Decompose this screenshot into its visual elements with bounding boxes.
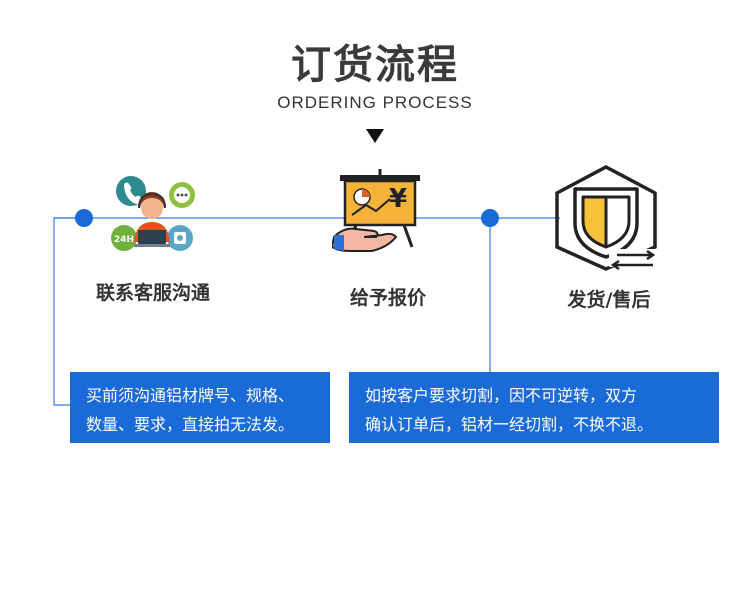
timeline-dot-left [75,209,93,227]
shield-delivery-icon [555,165,659,271]
step-label-quote: 给予报价 [349,287,426,309]
note-box-cutting: 如按客户要求切割，因不可逆转，双方 确认订单后，铝材一经切割，不换不退。 [349,372,719,443]
page-subtitle: ORDERING PROCESS [277,93,473,112]
note-line: 如按客户要求切割，因不可逆转，双方 [365,386,638,405]
price-quote-icon: ¥ [332,169,420,252]
note-line: 数量、要求，直接拍无法发。 [86,415,295,434]
note-line: 确认订单后，铝材一经切割，不换不退。 [365,415,654,434]
phone-icon [124,182,143,204]
hexagon-outline [555,165,657,271]
laptop [138,230,166,244]
page-title: 订货流程 [291,42,459,88]
down-arrow-icon [366,129,384,143]
yen-symbol: ¥ [389,184,407,214]
note-line: 买前须沟通铝材牌号、规格、 [86,386,295,405]
customer-service-icon: 24H [111,176,195,251]
note-box-purchase: 买前须沟通铝材牌号、规格、 数量、要求，直接拍无法发。 [70,372,330,443]
step-label-delivery: 发货/售后 [567,289,651,311]
clock-24h-bubble [111,225,137,251]
timeline-dot-right [481,209,499,227]
agent-head [141,197,163,219]
left-connector [53,217,84,406]
svg-text:24H: 24H [114,235,134,245]
step-label-contact: 联系客服沟通 [95,282,210,304]
hand-icon [332,227,398,252]
